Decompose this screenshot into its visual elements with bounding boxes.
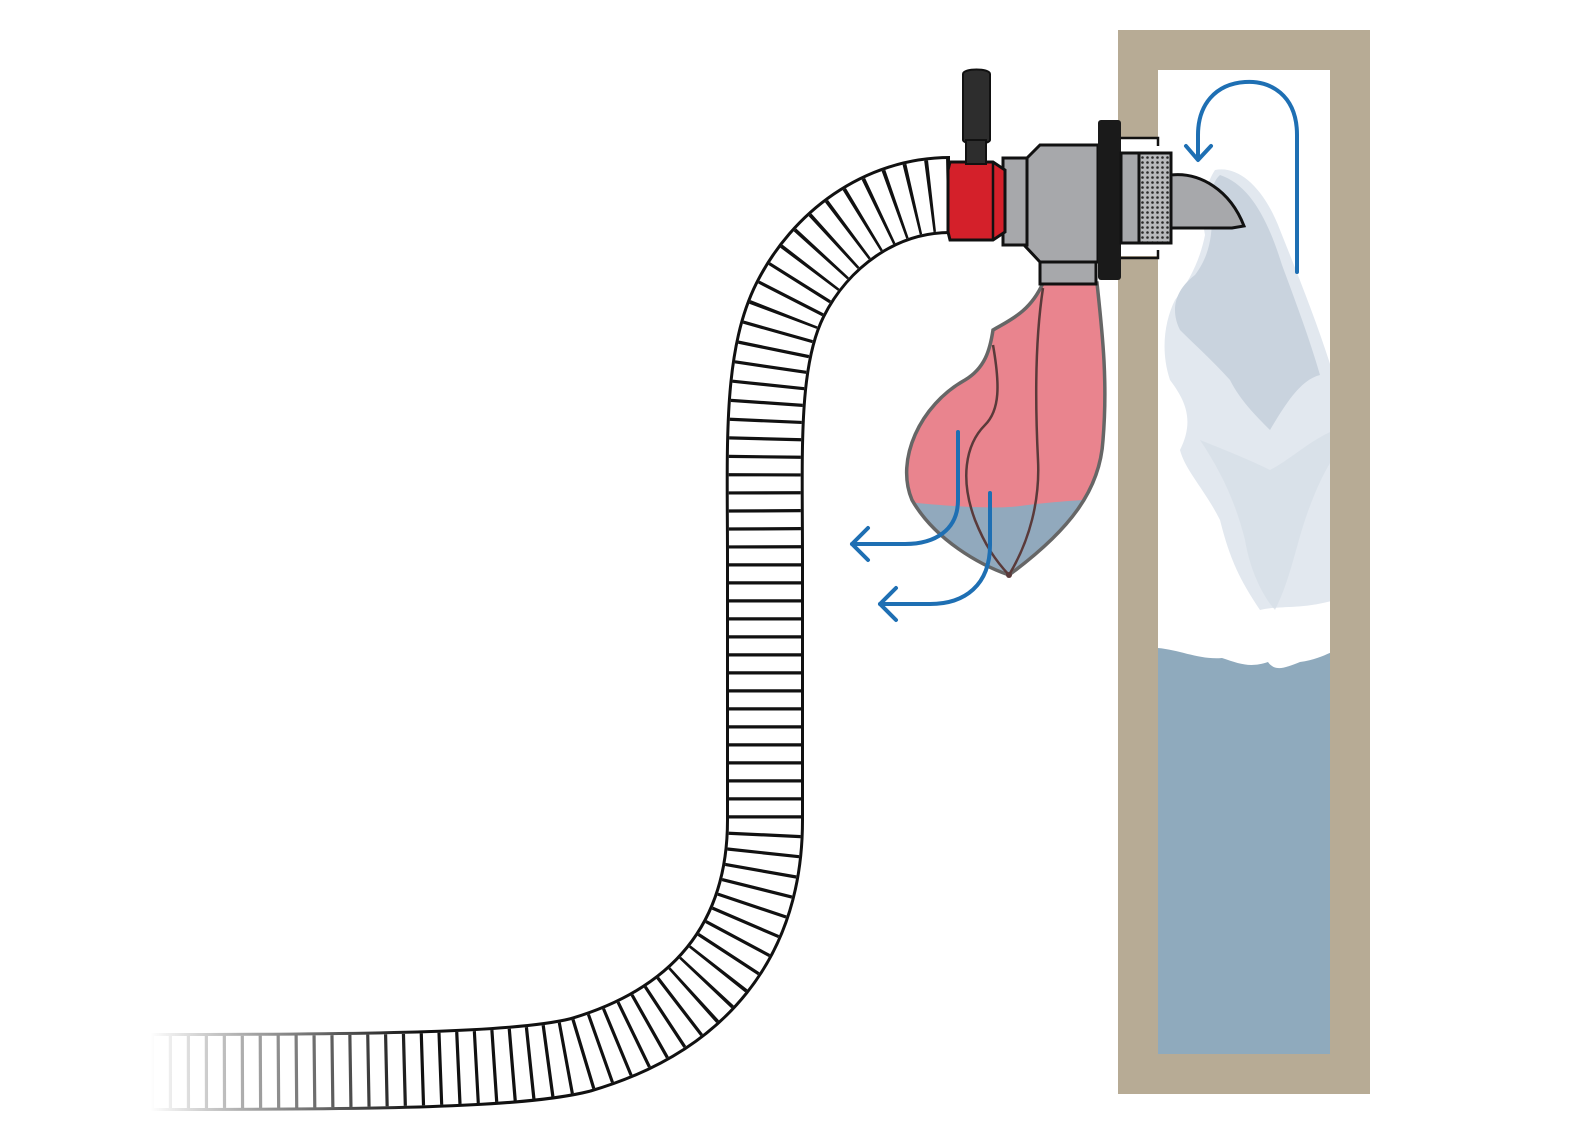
- wall-bracket-lower: [1121, 250, 1160, 260]
- wall-bracket-upper: [1121, 136, 1160, 146]
- filter-bag-liquid: [906, 498, 1105, 575]
- outflow-arrowhead-lower: [878, 586, 898, 622]
- mounting-flange: [1098, 120, 1121, 280]
- filter-bag-tip: [1006, 572, 1012, 578]
- vapor-cloud-dense: [1175, 175, 1320, 430]
- valve-handle-icon[interactable]: [962, 68, 991, 145]
- tank-liquid: [1158, 648, 1330, 1054]
- outflow-arrows: [850, 430, 992, 622]
- hose-core: [149, 159, 952, 1108]
- suction-head: [946, 68, 1247, 286]
- tank: [1118, 30, 1370, 1094]
- outflow-arrow-upper: [850, 430, 960, 546]
- hose-coupling-icon: [946, 160, 1007, 242]
- vapor-wisp: [1200, 432, 1330, 610]
- tank-circulation-arrow: [1196, 79, 1299, 274]
- pump-body-collar: [1001, 156, 1029, 247]
- valve-handle-stem: [965, 139, 987, 165]
- suction-hose: [149, 156, 952, 1111]
- nozzle-tip: [1169, 173, 1247, 230]
- outflow-arrow-lower: [878, 491, 992, 606]
- pump-body: [1023, 143, 1100, 264]
- hose-body: [149, 156, 952, 1111]
- outflow-arrowhead-upper: [850, 526, 870, 562]
- mesh-filter-cap: [1119, 151, 1141, 245]
- filter-bag-seam-center: [1007, 287, 1045, 576]
- hose-ribs: [149, 159, 952, 1108]
- tank-circulation-arrowhead: [1184, 144, 1213, 162]
